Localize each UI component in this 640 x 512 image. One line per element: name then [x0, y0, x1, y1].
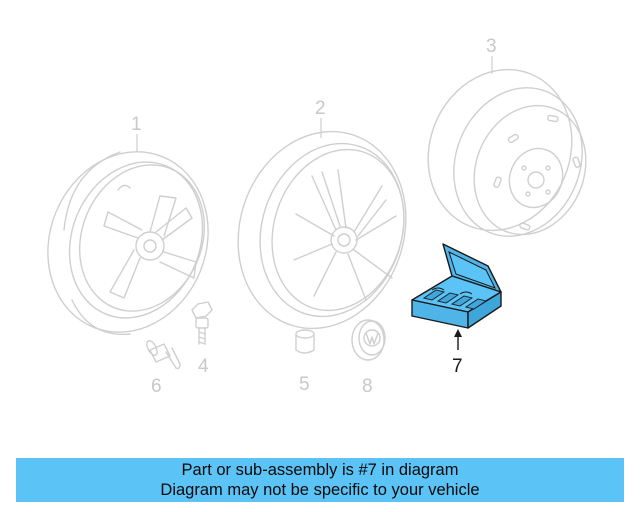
- callout-1-number: 1: [131, 114, 142, 135]
- callout-5-number: 5: [299, 374, 310, 395]
- banner-line-2: Diagram may not be specific to your vehi…: [160, 481, 480, 499]
- valve-6: [146, 339, 181, 370]
- callout-4-number: 4: [198, 356, 209, 377]
- parts-diagram: 1 2 3 4: [47, 36, 587, 397]
- cap-5: [295, 329, 315, 354]
- callout-7-number[interactable]: 7: [452, 356, 463, 377]
- bolt-4: [191, 301, 213, 345]
- wheel-3: [427, 68, 587, 237]
- center-cap-8: [351, 319, 386, 361]
- callout-6-number: 6: [151, 376, 162, 397]
- callout-7-arrow: [454, 329, 462, 350]
- wheel-2: [237, 130, 407, 330]
- tool-case-7[interactable]: [411, 243, 502, 329]
- banner-line-1: Part or sub-assembly is #7 in diagram: [181, 461, 459, 479]
- part-info-banner: Part or sub-assembly is #7 in diagram Di…: [16, 458, 624, 502]
- callout-2-number: 2: [315, 98, 326, 119]
- callout-8-number: 8: [362, 376, 373, 397]
- callout-3-number: 3: [486, 36, 497, 57]
- wheel-1: [47, 151, 209, 336]
